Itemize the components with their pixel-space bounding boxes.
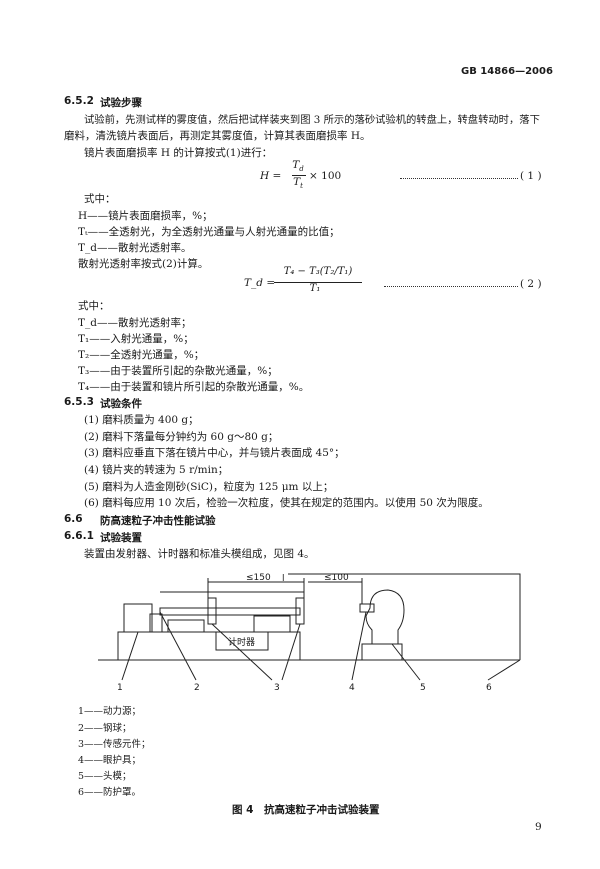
legend-item: 4——眼护具； (78, 755, 142, 766)
base-platform (117, 631, 301, 661)
support-block-2 (253, 615, 291, 633)
para1-line1: 试验前，先测试样的雾度值，然后把试样装夹到图 3 所示的落砂试验机的转盘上，转盘… (84, 114, 540, 126)
dim-label-150: ≤150 (246, 573, 271, 583)
leader-2 (159, 611, 197, 681)
where1-item: T_d——散射光透射率。 (78, 242, 192, 254)
where2-item: T₁——入射光通量，%； (78, 333, 194, 345)
sensor-1 (207, 597, 217, 625)
eq1-number: ( 1 ) (520, 170, 542, 182)
section-6-5-2-title: 试验步骤 (100, 97, 142, 109)
where2-item: T_d——散射光透射率； (78, 317, 192, 329)
eq2-denominator: T₁ (309, 283, 321, 294)
device-description: 装置由发射器、计时器和标准头模组成，见图 4。 (84, 548, 315, 560)
section-6-5-3-number: 6.5.3 (64, 396, 94, 408)
legend-item: 1——动力源； (78, 706, 142, 717)
eq1-denominator: Tt (293, 176, 303, 191)
condition-item: (3) 磨料应垂直下落在镜片中心，并与镜片表面成 45°； (84, 447, 345, 459)
where2-item: T₃——由于装置所引起的杂散光通量，%； (78, 365, 278, 377)
callout-4: 4 (349, 683, 355, 693)
legend-item: 2——钢球； (78, 723, 132, 734)
eq2-number: ( 2 ) (520, 278, 542, 290)
callout-2: 2 (194, 683, 200, 693)
callout-1: 1 (117, 683, 123, 693)
callout-6: 6 (486, 683, 492, 693)
para1-line2: 磨料，清洗镜片表面后，再测定其雾度值，计算其表面磨损率 H。 (64, 130, 371, 142)
condition-item: (4) 镜片夹的转速为 5 r/min； (84, 464, 229, 476)
eq2-lhs: T_d = (244, 277, 276, 289)
dim-label-100: ≤100 (324, 573, 349, 583)
where2-item: T₂——全透射光通量，%； (78, 349, 205, 361)
legend-item: 3——传感元件； (78, 739, 151, 750)
timer-label: 计时器 (228, 638, 256, 648)
eq1-rhs: × 100 (309, 170, 342, 182)
eq1-intro: 镜片表面磨损率 H 的计算按式(1)进行： (84, 147, 273, 159)
leader-4 (351, 611, 367, 681)
where2-item: T₄——由于装置和镜片所引起的杂散光通量，%。 (78, 381, 310, 393)
leader-5 (391, 643, 421, 681)
support-block (167, 619, 205, 633)
barrel-tube (159, 607, 301, 616)
condition-item: (5) 磨料为人造金刚砂(SiC)，粒度为 125 μm 以上； (84, 481, 334, 493)
head-form (365, 589, 405, 645)
eq2-fraction-bar (274, 282, 362, 283)
eq2-intro: 散射光透射率按式(2)计算。 (78, 258, 209, 270)
where1-label: 式中： (84, 193, 116, 205)
section-6-5-3-title: 试验条件 (100, 398, 142, 410)
condition-item: (2) 磨料下落量每分钟约为 60 g～80 g； (84, 431, 279, 443)
section-6-6-1-number: 6.6.1 (64, 530, 94, 542)
section-6-6-title: 防高速粒子冲击性能试验 (100, 515, 216, 527)
standard-number: GB 14866—2006 (461, 66, 553, 77)
eq1-fraction-bar (292, 175, 306, 176)
where2-label: 式中： (78, 300, 110, 312)
condition-item: (1) 磨料质量为 400 g； (84, 414, 199, 426)
leader-3a (211, 623, 273, 681)
legend-item: 5——头模； (78, 771, 132, 782)
eq1-numerator: Td (292, 159, 304, 174)
launcher-mount (149, 613, 163, 633)
where1-item: H——镜片表面磨损率，%； (78, 210, 213, 222)
eq2-numerator: T₄ − T₃(T₂/T₁) (283, 266, 353, 277)
eq1-lhs: H = (260, 170, 282, 182)
leader-1 (121, 631, 139, 681)
callout-3: 3 (274, 683, 280, 693)
callout-5: 5 (420, 683, 426, 693)
eq1-leader-dots (400, 178, 518, 179)
power-source-box (123, 603, 153, 633)
condition-item: (6) 磨料每应用 10 次后，检验一次粒度，使其在规定的范围内。以使用 50 … (84, 497, 489, 509)
section-6-6-number: 6.6 (64, 513, 83, 525)
figure-caption: 图 4 抗高速粒子冲击试验装置 (232, 804, 380, 816)
head-pedestal (361, 643, 403, 661)
where1-item: Tₜ——全透射光，为全透射光通量与人射光通量的比值； (78, 226, 340, 238)
dim-label-l: l (282, 574, 285, 584)
page-number: 9 (535, 821, 542, 833)
leader-6 (487, 659, 521, 681)
protective-shield (288, 573, 521, 660)
eq2-leader-dots (384, 286, 518, 287)
section-6-5-2-number: 6.5.2 (64, 95, 94, 107)
legend-item: 6——防护罩。 (78, 787, 142, 798)
eye-protector (359, 603, 375, 613)
leader-3b (281, 623, 301, 681)
timer-box (215, 631, 269, 651)
section-6-6-1-title: 试验装置 (100, 532, 142, 544)
